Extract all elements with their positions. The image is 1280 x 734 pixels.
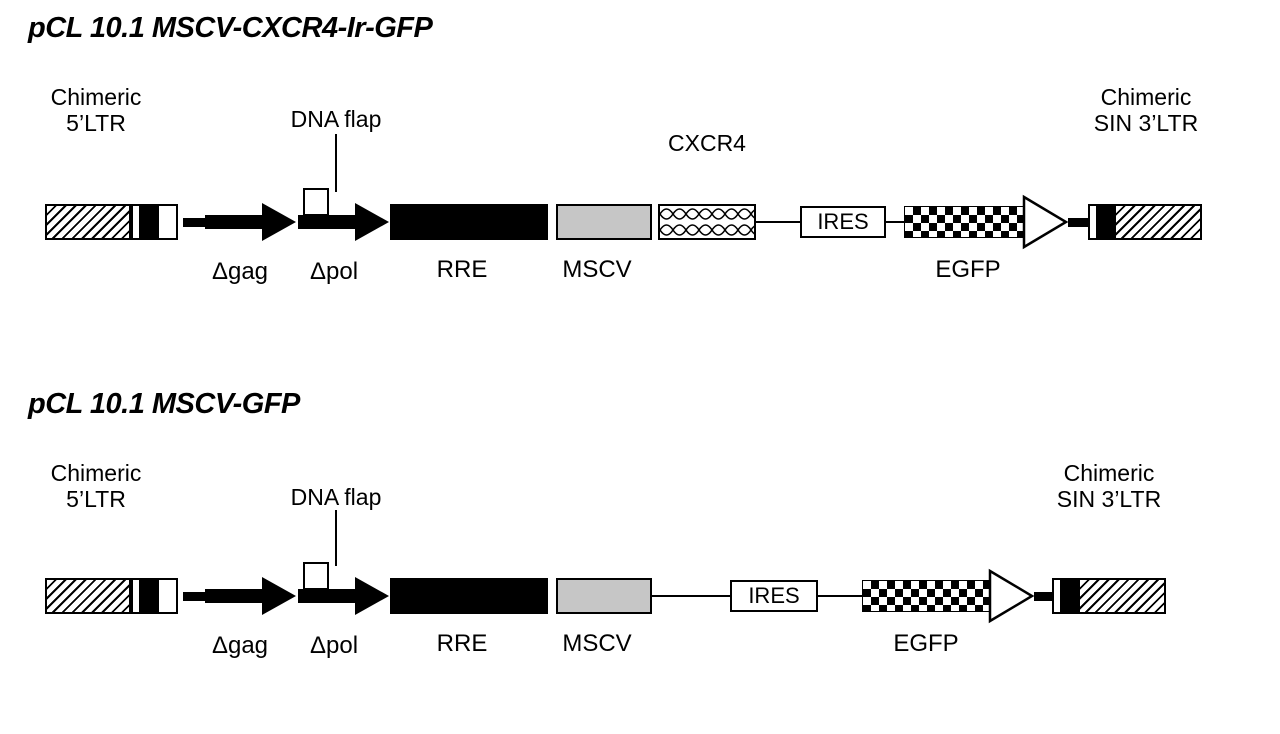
connector-line-ires-egfp: [818, 595, 862, 597]
connector-dash-left: [183, 218, 205, 227]
gag-arrow: [205, 203, 296, 241]
label-chimeric-sin-3ltr: Chimeric SIN 3’LTR: [1076, 84, 1216, 136]
cxcr4-box: [658, 204, 756, 240]
label-pol: Δpol: [309, 258, 359, 285]
dna-flap-pointer-line: [335, 134, 337, 192]
ltr5-white-segment: [131, 204, 141, 240]
label-mscv: MSCV: [562, 256, 632, 283]
connector-dash-left: [183, 592, 205, 601]
egfp-arrow-body: [904, 206, 1024, 238]
ires-box: IRES: [800, 206, 886, 238]
ltr5-white-segment-2: [157, 204, 178, 240]
pol-arrow: [298, 577, 389, 615]
ltr3-white-segment: [1052, 578, 1062, 614]
label-chimeric-5ltr: Chimeric 5’LTR: [38, 460, 154, 512]
label-chimeric-sin-3ltr-line2: SIN 3’LTR: [1093, 110, 1199, 136]
label-pol: Δpol: [309, 632, 359, 659]
label-rre: RRE: [436, 630, 488, 657]
rre-box: [390, 204, 548, 240]
ltr3-black-segment: [1098, 204, 1114, 240]
label-mscv: MSCV: [562, 630, 632, 657]
egfp-arrow-body: [862, 580, 990, 612]
ltr5-black-segment: [141, 204, 157, 240]
dna-flap-box: [303, 188, 329, 216]
ltr5-black-segment: [141, 578, 157, 614]
ltr3-hatched-box: [1114, 204, 1202, 240]
label-chimeric-5ltr-line2: 5’LTR: [66, 486, 126, 512]
connector-dash-right: [1068, 218, 1088, 227]
cxcr4-wavy-pattern: [660, 206, 754, 238]
label-chimeric-5ltr-line1: Chimeric: [50, 460, 142, 486]
ltr5-hatched-box: [45, 578, 131, 614]
mscv-box: [556, 578, 652, 614]
mscv-box: [556, 204, 652, 240]
ires-box: IRES: [730, 580, 818, 612]
label-gag: Δgag: [211, 632, 269, 659]
label-dna-flap: DNA flap: [290, 484, 382, 510]
label-cxcr4: CXCR4: [668, 130, 746, 156]
label-gag: Δgag: [211, 258, 269, 285]
label-egfp: EGFP: [935, 256, 1001, 283]
ltr5-white-segment: [131, 578, 141, 614]
ltr3-black-segment: [1062, 578, 1078, 614]
ltr3-white-segment: [1088, 204, 1098, 240]
construct-title: pCL 10.1 MSCV-GFP: [28, 388, 300, 420]
label-chimeric-sin-3ltr: Chimeric SIN 3’LTR: [1039, 460, 1179, 512]
label-chimeric-5ltr-line2: 5’LTR: [66, 110, 126, 136]
egfp-arrow-head: [988, 568, 1034, 624]
ltr3-hatched-box: [1078, 578, 1166, 614]
connector-dash-right: [1034, 592, 1052, 601]
gag-arrow: [205, 577, 296, 615]
label-dna-flap: DNA flap: [290, 106, 382, 132]
connector-line-mscv-ires: [652, 595, 730, 597]
label-chimeric-5ltr: Chimeric 5’LTR: [38, 84, 154, 136]
construct-title: pCL 10.1 MSCV-CXCR4-Ir-GFP: [28, 12, 433, 44]
label-chimeric-5ltr-line1: Chimeric: [50, 84, 142, 110]
connector-line-ires-egfp: [886, 221, 904, 223]
label-chimeric-sin-3ltr-line1: Chimeric: [1063, 460, 1155, 486]
label-rre: RRE: [436, 256, 488, 283]
connector-line-cxcr4-ires: [756, 221, 800, 223]
ltr5-white-segment-2: [157, 578, 178, 614]
label-egfp: EGFP: [893, 630, 959, 657]
ltr5-hatched-box: [45, 204, 131, 240]
diagram-mscv-cxcr4-ir-gfp: pCL 10.1 MSCV-CXCR4-Ir-GFP Chimeric 5’LT…: [0, 0, 1280, 360]
egfp-arrow-head: [1022, 194, 1068, 250]
dna-flap-box: [303, 562, 329, 590]
dna-flap-pointer-line: [335, 510, 337, 566]
diagram-mscv-gfp: pCL 10.1 MSCV-GFP Chimeric 5’LTR DNA fla…: [0, 360, 1280, 734]
rre-box: [390, 578, 548, 614]
label-chimeric-sin-3ltr-line2: SIN 3’LTR: [1056, 486, 1162, 512]
pol-arrow: [298, 203, 389, 241]
label-chimeric-sin-3ltr-line1: Chimeric: [1100, 84, 1192, 110]
